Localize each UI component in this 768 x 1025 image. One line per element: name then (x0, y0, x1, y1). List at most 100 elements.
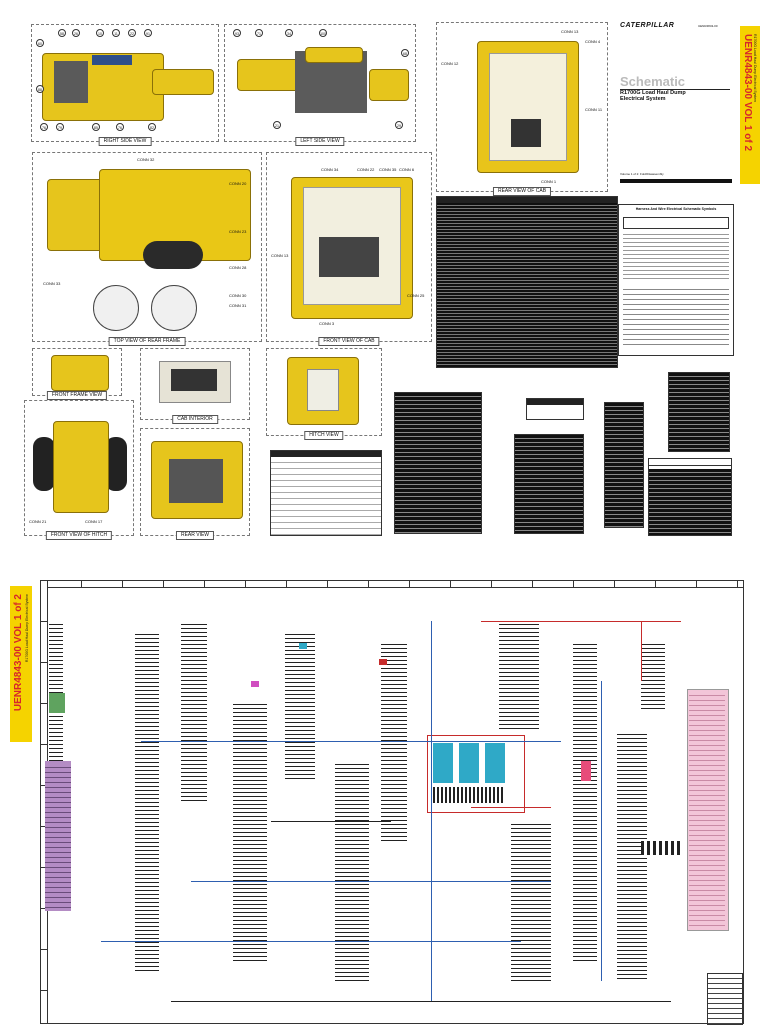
terminal-strip (641, 841, 681, 855)
schematic-frame (40, 580, 744, 1025)
left-side-view-panel: 93 71 34 100 68 29 21 LEFT SIDE VIEW (224, 24, 416, 146)
conn-label: CONN 31 (229, 303, 247, 308)
machine-arm (152, 69, 214, 95)
component-column (573, 641, 597, 961)
component-column (181, 621, 207, 801)
hitch-detail (307, 369, 339, 411)
cooler (92, 55, 132, 65)
doc-number-vertical: UENR4843-00 VOL 1 of 2 (13, 594, 24, 712)
wire (191, 881, 551, 882)
callout: 79 (56, 123, 64, 131)
caterpillar-logo: CATERPILLAR (620, 22, 675, 29)
doc-number-vertical: UENR4843-00 VOL 1 of 2 (742, 34, 753, 152)
doc-number-band-bottom: UENR4843-00 VOL 1 of 2 R1700G Load Haul … (10, 586, 32, 742)
subtitle-line1: R1700G Load Haul Dump (620, 90, 686, 96)
callout: 29 (395, 121, 403, 129)
rear-housing (369, 69, 409, 101)
view-label: HITCH VIEW (304, 431, 344, 440)
callout: 100 (319, 29, 327, 37)
callout: 88 (36, 85, 44, 93)
view-label: REAR VIEW OF CAB (492, 187, 552, 196)
wire (171, 1001, 671, 1002)
wire (601, 681, 602, 981)
center-panel (427, 735, 525, 813)
top-view-rear-frame-panel: CONN 32 CONN 20 CONN 23 CONN 28 CONN 30 … (32, 152, 262, 346)
component-location-table (436, 196, 618, 368)
harness-table (514, 434, 584, 534)
schematic-title: Schematic (620, 74, 686, 89)
ruler-top (41, 581, 743, 588)
view-label: FRONT VIEW OF CAB (318, 337, 380, 346)
component-column (617, 731, 647, 981)
doc-subtitle-vertical: R1700G Load Haul Dump Electrical System (25, 594, 29, 663)
volume-note: Volume 1 of 2: Fold/Disassembly (620, 172, 664, 176)
wire (641, 621, 642, 681)
callout: 91 (144, 29, 152, 37)
callout: 60 (36, 39, 44, 47)
title-rule (620, 89, 730, 90)
right-table-1 (668, 372, 730, 452)
valve-cover (305, 47, 363, 63)
component-column (499, 621, 539, 731)
doc-id-small: UENR4843-00 (698, 24, 718, 28)
detail-circle-left (93, 285, 139, 331)
component-column (511, 821, 551, 981)
conn-label: CONN 21 (29, 519, 47, 524)
view-label: CAB INTERIOR (172, 415, 218, 424)
tag (581, 761, 591, 781)
conn-label: CONN 32 (137, 157, 155, 162)
symbol-notes (623, 231, 729, 281)
cyan-block (433, 743, 453, 783)
callout: 11 (112, 29, 120, 37)
detail-circle-right (151, 285, 197, 331)
view-label: TOP VIEW OF REAR FRAME (108, 337, 186, 346)
wire (481, 621, 681, 622)
component-column (135, 631, 159, 971)
doc-subtitle-vertical: R1700G Load Haul Dump Electrical System (753, 34, 757, 103)
wire (431, 621, 432, 1001)
console (171, 369, 217, 391)
connector-stack (49, 621, 63, 761)
conn-label: CONN 17 (85, 519, 103, 524)
symbol-row (623, 217, 729, 229)
conn-label: CONN 28 (229, 265, 247, 270)
hitch-view-panel: HITCH VIEW (266, 348, 382, 440)
callout: 93 (233, 29, 241, 37)
tag (251, 681, 259, 687)
view-label: RIGHT SIDE VIEW (98, 137, 152, 146)
callout: 22 (128, 29, 136, 37)
tire (143, 241, 203, 269)
conn-label: CONN 6 (399, 167, 415, 172)
callout: 76 (40, 123, 48, 131)
engine-block (54, 61, 88, 103)
callout: 85 (92, 123, 100, 131)
tag (379, 659, 387, 665)
seat (511, 119, 541, 147)
pink-block-lines (689, 691, 725, 927)
conn-label: CONN 23 (229, 229, 247, 234)
callout: 68 (401, 49, 409, 57)
hitch-table (270, 450, 382, 536)
dashboard (319, 237, 379, 277)
callout: 21 (273, 121, 281, 129)
purple-block-lines (45, 763, 71, 909)
conn-label: CONN 13 (561, 29, 579, 34)
small-table (526, 398, 584, 420)
conn-label: CONN 22 (357, 167, 375, 172)
conn-label: CONN 25 (407, 293, 425, 298)
conn-label: CONN 35 (379, 167, 397, 172)
hitch-body (53, 421, 109, 513)
green-block (49, 693, 65, 713)
conn-label: CONN 30 (229, 293, 247, 298)
callout: 82 (148, 123, 156, 131)
component-column (233, 701, 267, 961)
front-frame-view-panel: FRONT FRAME VIEW (32, 348, 122, 400)
transmission (237, 59, 299, 91)
cyan-block (459, 743, 479, 783)
wire (471, 807, 551, 808)
tag (299, 643, 307, 649)
front-view-of-hitch-panel: CONN 21 CONN 17 FRONT VIEW OF HITCH (24, 400, 134, 540)
tire-left (33, 437, 55, 491)
conn-label: CONN 33 (43, 281, 61, 286)
conn-label: CONN 13 (271, 253, 289, 258)
